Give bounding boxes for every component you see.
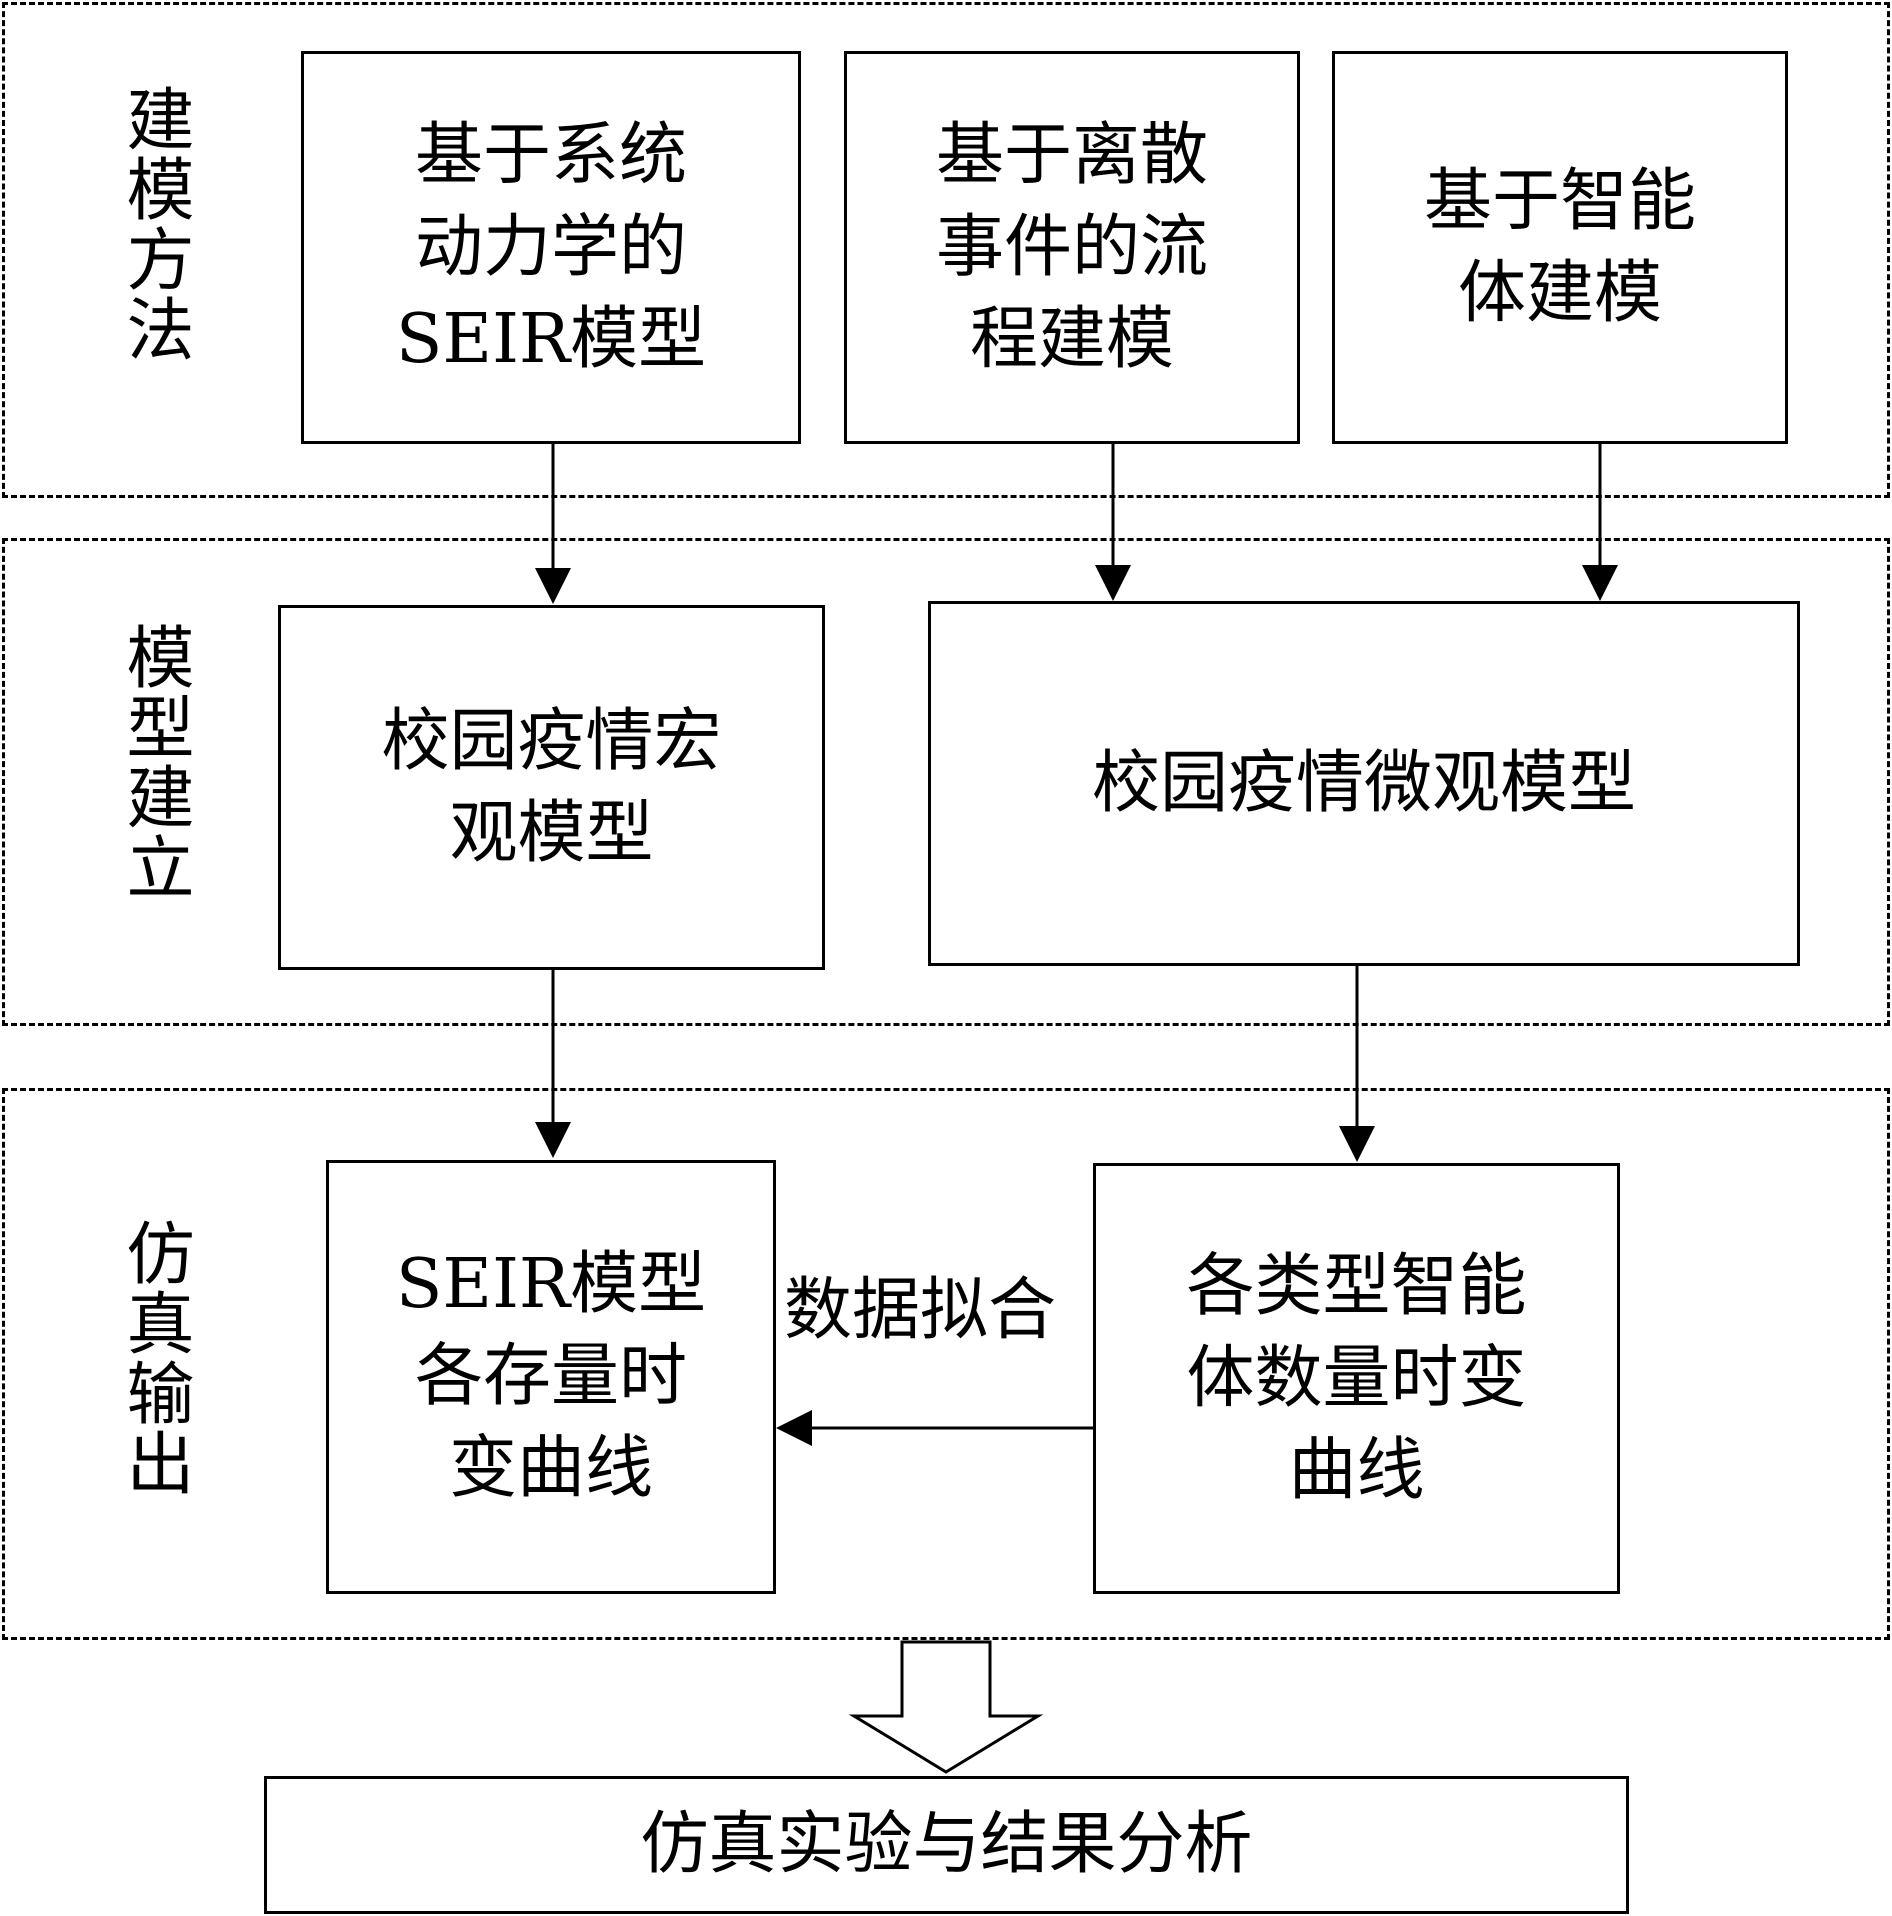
node-seir-system-dynamics: 基于系统 动力学的 SEIR模型 [301,51,801,444]
arrowhead-discrete-to-micro [1095,565,1131,601]
section-label-output: 仿真输出 [114,1218,193,1498]
section-frame-output [2,1088,1890,1640]
block-arrow-down [848,1640,1044,1774]
node-campus-macro-model: 校园疫情宏 观模型 [278,605,825,970]
arrowhead-data-fitting [776,1410,812,1446]
section-frame-build [2,538,1890,1026]
arrowhead-macro-to-seir-curves [535,1122,571,1158]
node-seir-stock-curves: SEIR模型 各存量时 变曲线 [326,1160,776,1594]
node-campus-micro-model: 校园疫情微观模型 [928,601,1800,966]
node-simulation-analysis: 仿真实验与结果分析 [264,1776,1629,1914]
edge-label-data-fitting: 数据拟合 [784,1271,1057,1350]
node-agent-count-curves: 各类型智能 体数量时变 曲线 [1093,1163,1620,1594]
node-discrete-event-modeling: 基于离散 事件的流 程建模 [844,51,1300,444]
arrowhead-seir-to-macro [535,568,571,604]
arrowhead-agent-to-micro [1582,565,1618,601]
arrowhead-micro-to-agent-curves [1339,1126,1375,1162]
node-agent-based-modeling: 基于智能 体建模 [1332,51,1788,444]
section-frame-methods [2,2,1890,498]
section-label-build: 模型建立 [114,622,193,902]
section-label-methods: 建模方法 [114,84,193,364]
